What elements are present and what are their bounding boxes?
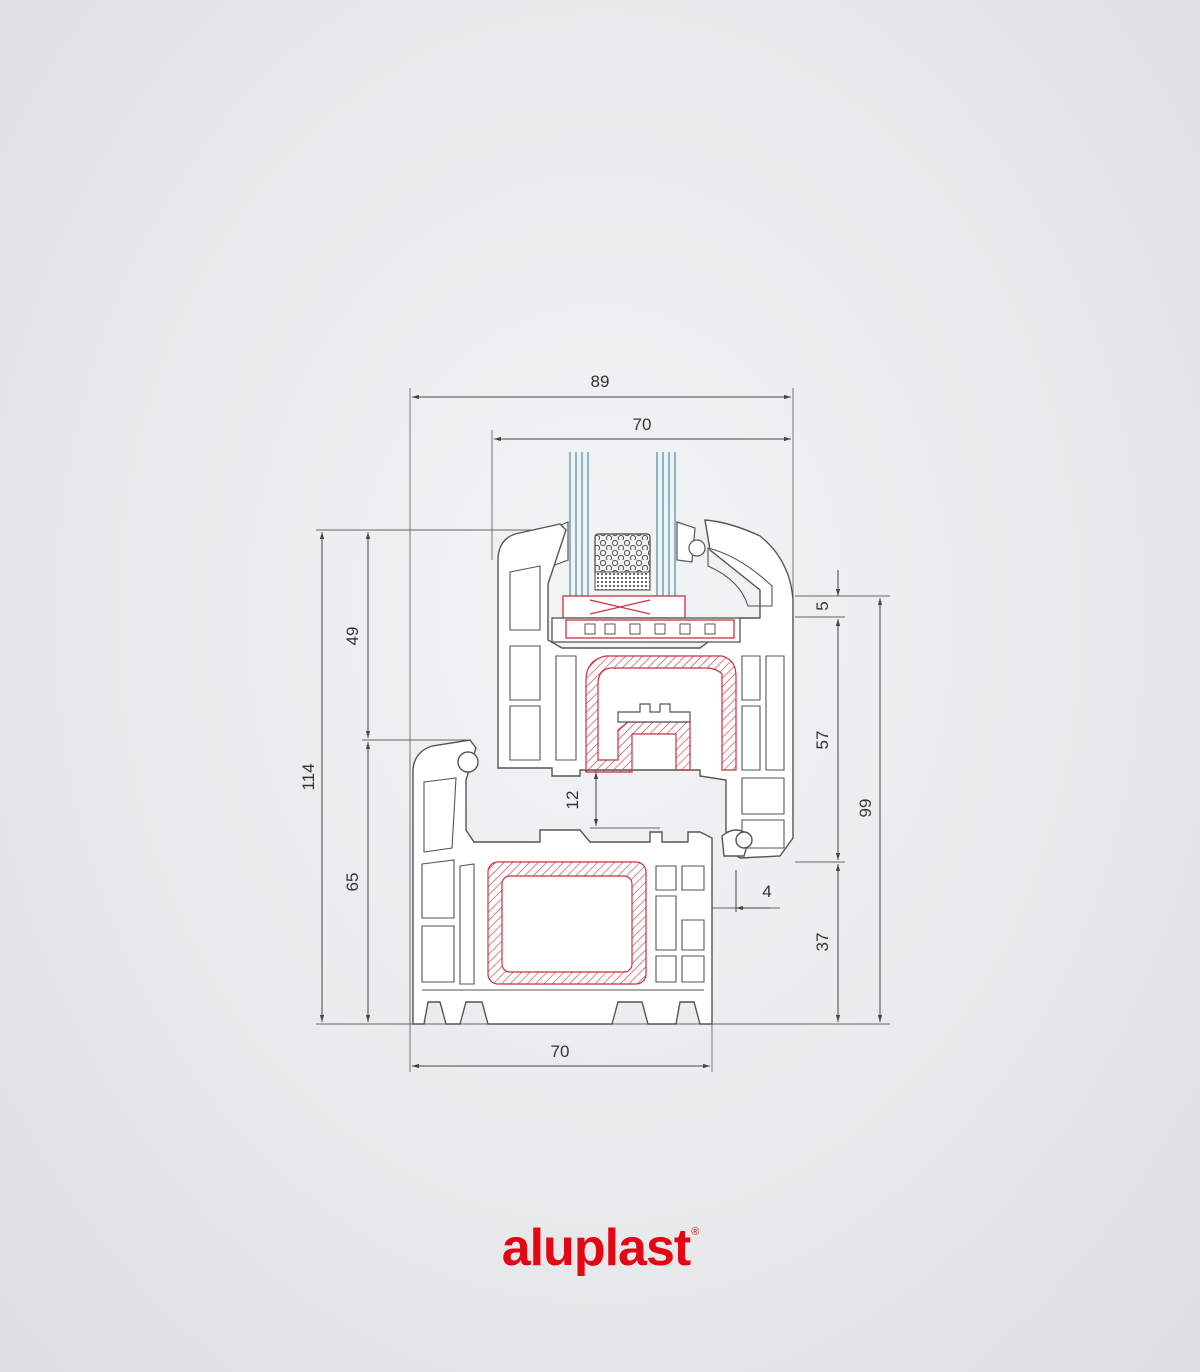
dim-sash-width: 70 — [633, 415, 652, 434]
dim-overall-width: 89 — [591, 372, 610, 391]
spacer-desiccant — [594, 571, 651, 591]
frame-outer-gasket — [457, 751, 479, 773]
dim-frame-height: 65 — [343, 873, 362, 892]
glazing-packers — [551, 595, 741, 643]
dim-rebate-12: 12 — [563, 791, 582, 810]
dim-total-height: 114 — [299, 763, 318, 790]
dim-rebate-5: 5 — [813, 601, 832, 610]
glazing-unit — [537, 452, 706, 598]
dim-sash-height-57: 57 — [813, 731, 832, 750]
dimension-lines — [319, 394, 883, 1069]
dim-frame-width: 70 — [551, 1042, 570, 1061]
frame-profile — [412, 739, 753, 1025]
glass-pane-inner — [656, 452, 676, 598]
dimension-labels: 89 70 70 114 49 65 5 57 99 12 4 37 — [299, 372, 875, 1061]
glass-spacer — [594, 533, 651, 575]
logo-wordmark: aluplast — [501, 1219, 691, 1277]
dim-sash-overlap-height: 49 — [343, 627, 362, 646]
dim-height-99: 99 — [856, 799, 875, 818]
aluplast-logo: aluplast® — [0, 1218, 1200, 1278]
sash-profile — [497, 519, 794, 859]
dim-frame-height-37: 37 — [813, 933, 832, 952]
sash-reinforcement — [585, 655, 737, 773]
dim-overlap-4: 4 — [762, 882, 771, 901]
registered-mark: ® — [691, 1226, 699, 1238]
glass-pane-outer — [569, 452, 589, 598]
